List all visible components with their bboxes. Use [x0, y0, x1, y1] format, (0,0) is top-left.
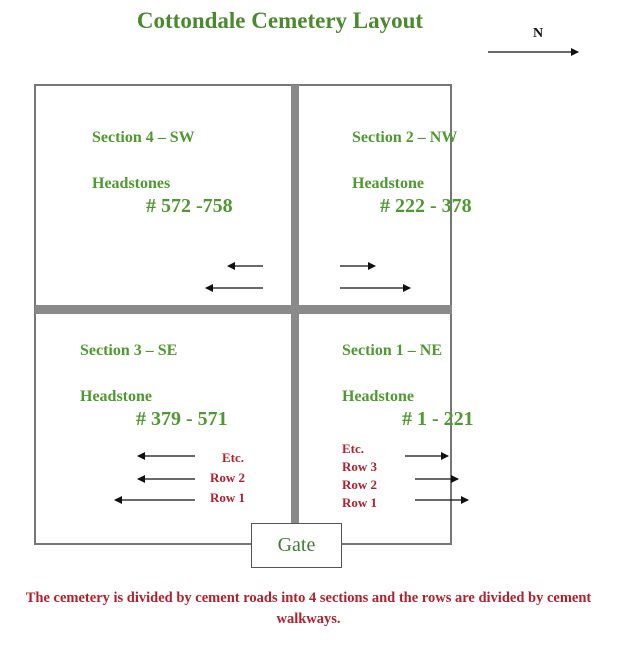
section-1-row-etc: Etc. [342, 441, 365, 456]
cemetery-boundary [34, 84, 452, 545]
section-3-title: Section 3 – SE [80, 342, 178, 359]
section-2-range: # 222 - 378 [380, 195, 472, 217]
section-3-row-2: Row 2 [210, 470, 246, 485]
section-4-title: Section 4 – SW [92, 129, 195, 146]
section-3-range: # 379 - 571 [136, 408, 228, 430]
diagram-title: Cottondale Cemetery Layout [136, 8, 424, 33]
section-1-range: # 1 - 221 [402, 408, 474, 430]
section-1-title: Section 1 – NE [342, 342, 442, 359]
section-1-row-3: Row 3 [342, 459, 378, 474]
north-label: N [533, 26, 544, 41]
section-3-row-1: Row 1 [210, 490, 246, 505]
section-4-range: # 572 -758 [146, 195, 233, 217]
section-2-title: Section 2 – NW [352, 129, 458, 146]
section-3-headstone-label: Headstone [80, 388, 152, 405]
section-1-row-1: Row 1 [342, 495, 378, 510]
section-4-headstone-label: Headstones [92, 175, 171, 192]
caption: The cemetery is divided by cement roads … [25, 590, 592, 627]
section-3-row-etc: Etc. [222, 450, 245, 465]
section-1-row-2: Row 2 [342, 477, 378, 492]
section-1-headstone-label: Headstone [342, 388, 414, 405]
gate: Gate [251, 523, 342, 568]
section-2-headstone-label: Headstone [352, 175, 424, 192]
cement-road-horizontal [35, 305, 452, 314]
